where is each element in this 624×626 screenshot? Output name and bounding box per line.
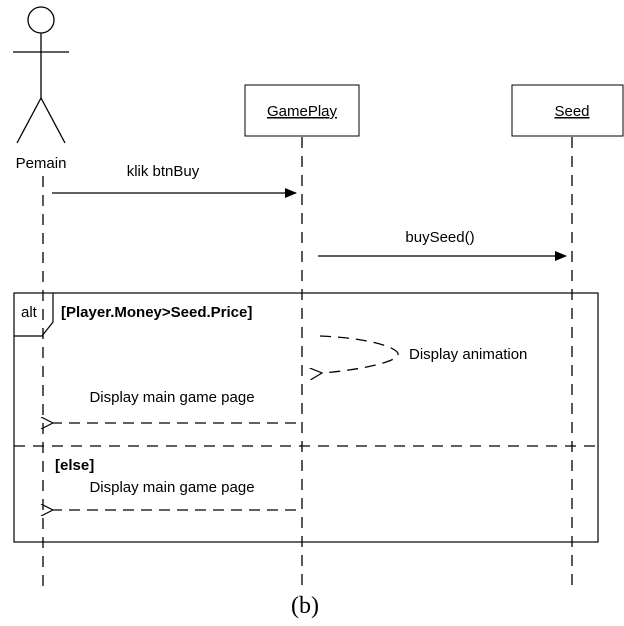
object-gameplay: GamePlay (244, 84, 360, 137)
message-label-klik-btnbuy: klik btnBuy (127, 163, 200, 180)
object-seed-label: Seed (554, 103, 589, 120)
object-seed: Seed (511, 84, 624, 137)
message-label-display-main-game-page-1: Display main game page (89, 389, 254, 406)
actor-figure-icon (13, 6, 69, 144)
actor-label: Pemain (16, 155, 67, 172)
alt-operator-label: alt (21, 304, 38, 321)
message-arrow-display-animation (320, 335, 399, 373)
alt-else-guard-label: [else] (55, 457, 94, 474)
message-label-buyseed: buySeed() (405, 229, 474, 246)
message-label-display-animation: Display animation (409, 346, 527, 363)
alt-guard-label: [Player.Money>Seed.Price] (61, 304, 252, 321)
figure-caption: (b) (291, 593, 319, 619)
object-gameplay-label: GamePlay (267, 103, 338, 120)
message-label-display-main-game-page-2: Display main game page (89, 479, 254, 496)
alt-fragment: alt [Player.Money>Seed.Price] [else] (13, 292, 599, 543)
